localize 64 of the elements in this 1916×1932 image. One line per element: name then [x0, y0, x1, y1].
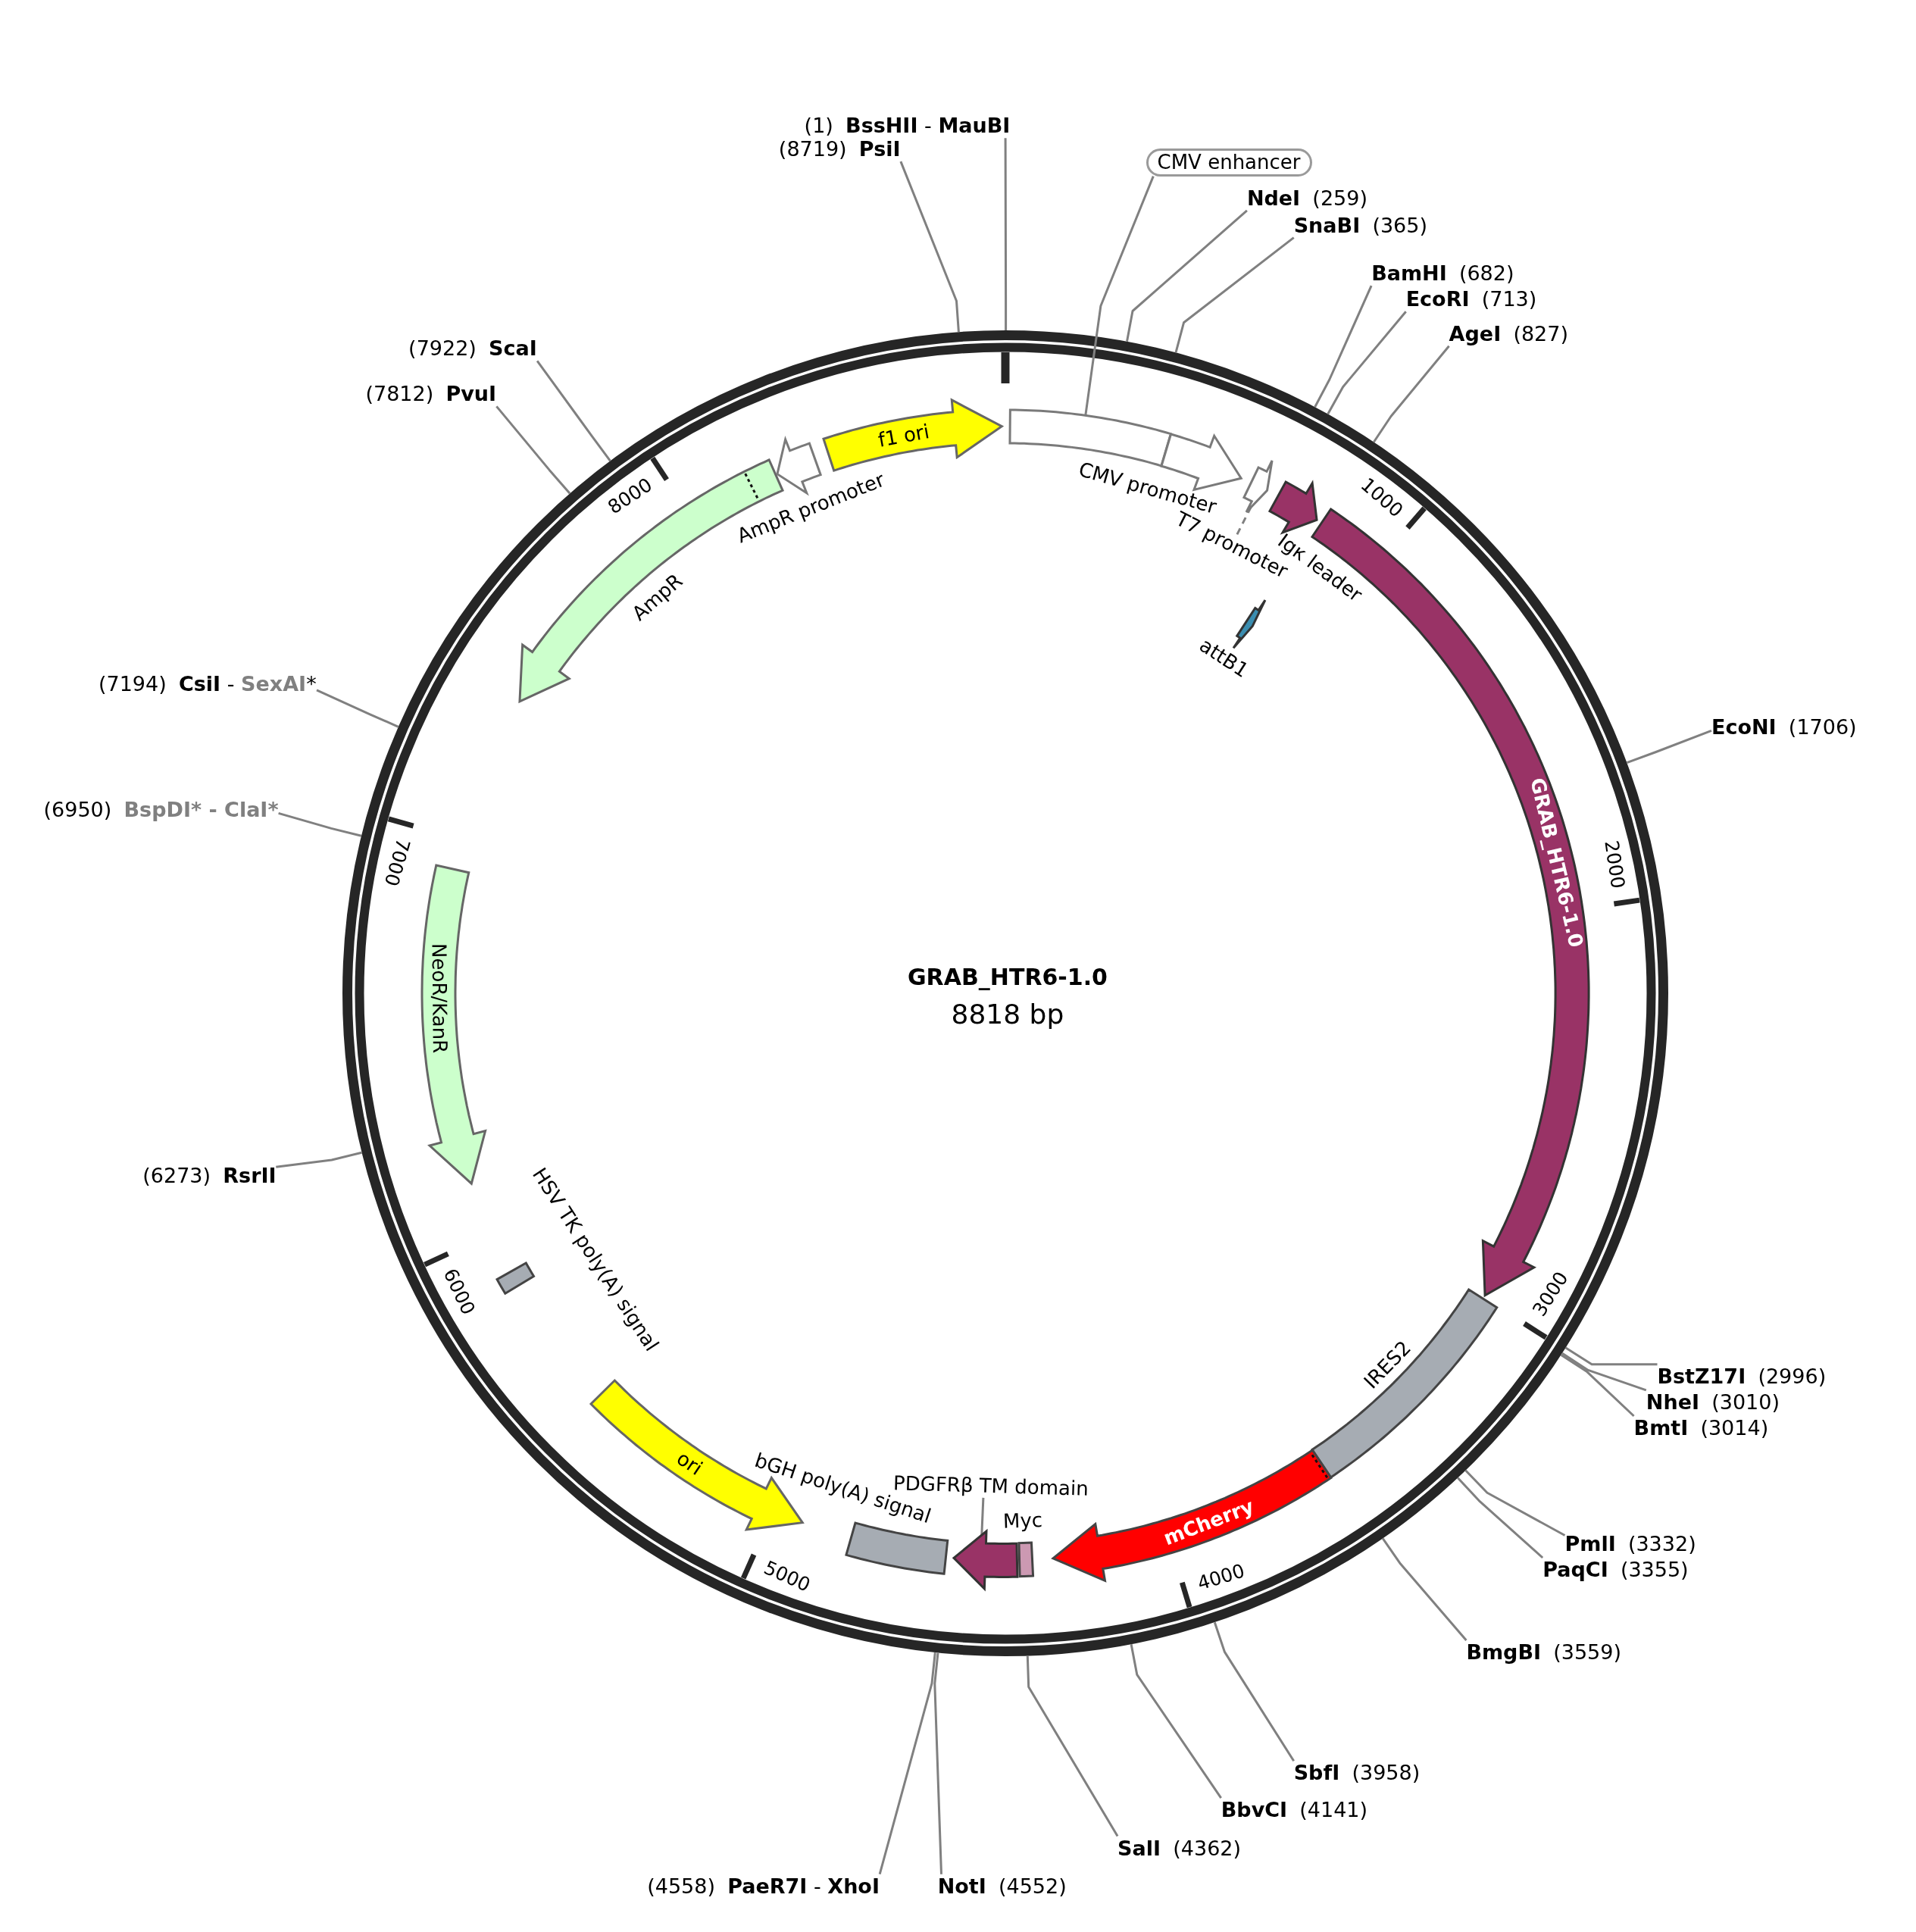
leader-line: [1373, 345, 1450, 443]
restriction-site-label: NheI (3010): [1646, 1390, 1780, 1415]
plasmid-name: GRAB_HTR6-1.0: [908, 964, 1108, 991]
restriction-site-label: BmgBI (3559): [1466, 1640, 1621, 1665]
feature-label: f1 ori: [877, 419, 932, 452]
leader-line: [1004, 138, 1008, 330]
leader-line: [933, 1652, 942, 1874]
leader-line: [278, 811, 362, 837]
restriction-site-label: NotI (4552): [937, 1874, 1067, 1899]
restriction-site-label: EcoRI (713): [1405, 287, 1537, 312]
tick-label: 2000: [1599, 839, 1630, 890]
restriction-site-label: NdeI (259): [1246, 186, 1367, 211]
restriction-site-label: PmlI (3332): [1564, 1531, 1696, 1557]
plasmid-size-label: 8818 bp: [951, 997, 1064, 1030]
feature-label: ori: [671, 1446, 707, 1481]
leader-line: [1314, 285, 1373, 408]
restriction-site-label: BamHI (682): [1371, 261, 1514, 286]
leader-line: [1381, 1537, 1467, 1641]
restriction-site-label: (7812) PvuI: [365, 382, 497, 407]
feature-label: NeoR/KanR: [427, 943, 452, 1054]
leader-line: [1464, 1469, 1566, 1537]
restriction-site-label: (4558) PaeR7I - XhoI: [647, 1874, 880, 1899]
leader-line: [1560, 1353, 1635, 1418]
leader-line: [1626, 730, 1712, 764]
restriction-site-label: (8719) PsiI: [778, 137, 901, 162]
restriction-site-label: AgeI (827): [1449, 321, 1568, 347]
leader-line: [1327, 311, 1407, 415]
restriction-site-label: (7194) CsiI - SexAI*: [98, 671, 317, 696]
leader-line: [1561, 1352, 1647, 1392]
tick-label: 6000: [438, 1265, 480, 1319]
restriction-site-label: EcoNI (1706): [1711, 714, 1857, 739]
leader-line: [495, 405, 571, 495]
leader-line: [1126, 209, 1248, 342]
restriction-site-label: SbfI (3958): [1293, 1761, 1421, 1786]
restriction-site-label: SnaBI (365): [1293, 213, 1427, 238]
leader-line: [878, 1652, 936, 1875]
restriction-site-label: (6273) RsrII: [142, 1163, 277, 1188]
leader-line: [316, 689, 399, 728]
restriction-site-label: (7922) ScaI: [408, 336, 537, 361]
tick-label: 7000: [379, 835, 414, 889]
feature-label: Myc: [1002, 1508, 1043, 1534]
leader-line: [980, 1497, 985, 1536]
restriction-site-label: SalI (4362): [1117, 1836, 1242, 1861]
leader-line: [1174, 236, 1295, 353]
feature-label: PDGFRβ TM domain: [892, 1471, 1089, 1502]
tick-label: 4000: [1195, 1559, 1248, 1596]
restriction-site-label: (1) BssHII - MauBI: [804, 114, 1011, 139]
leader-line: [1084, 176, 1155, 416]
leader-line: [1236, 507, 1252, 536]
leader-line: [1213, 1621, 1295, 1762]
leader-line: [1564, 1346, 1658, 1366]
restriction-site-label: BstZ17I (2996): [1657, 1364, 1827, 1390]
feature-callout: CMV enhancer: [1146, 148, 1312, 177]
leader-line: [536, 360, 611, 462]
tick-label: 5000: [760, 1556, 814, 1597]
leader-line: [899, 161, 960, 333]
restriction-site-label: BbvCI (4141): [1221, 1798, 1368, 1823]
leader-line: [1457, 1477, 1544, 1559]
leader-line: [1130, 1643, 1222, 1799]
leader-line: [1026, 1655, 1119, 1837]
leader-line: [276, 1151, 362, 1168]
restriction-site-label: (6950) BspDI* - ClaI*: [43, 797, 279, 822]
restriction-site-label: PaqCI (3355): [1542, 1558, 1689, 1583]
restriction-site-label: BmtI (3014): [1633, 1415, 1769, 1441]
